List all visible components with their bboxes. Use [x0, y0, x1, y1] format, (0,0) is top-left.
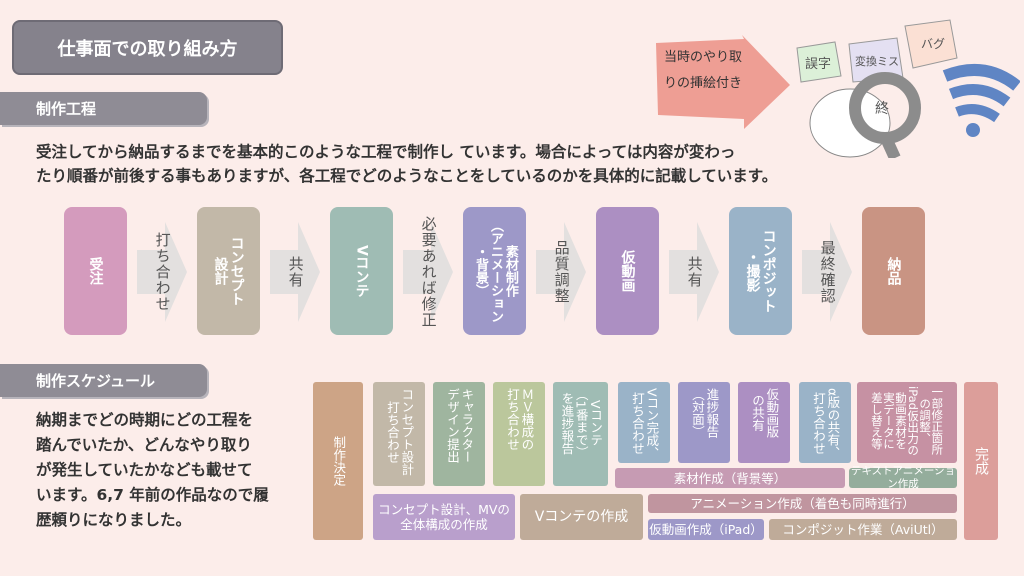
milestone: 仮動画版 の共有	[738, 382, 790, 463]
schedule-start: 制作決定	[313, 382, 363, 540]
cell-label: 一部修正箇所 の調整、 iPad仮出力の 動画素材を 実データに 差し替え等	[869, 386, 945, 456]
desc-line: 踏んでいたか、どんなやり取り	[36, 436, 252, 454]
desc-line: が発生していたかなども載せて	[36, 461, 253, 479]
step-label: コンセプト 設計	[212, 236, 245, 306]
cell-label: 仮動画版 の共有	[750, 388, 780, 438]
task-bar: 仮動画作成（iPad）	[648, 519, 764, 540]
task-bar: テキストアニメーション作成	[849, 465, 957, 490]
task-bar: 素材作成（背景等）	[615, 468, 845, 488]
milestone: キャラクター デザイン提出	[433, 382, 485, 486]
step-label: コンポジット ・撮影	[744, 229, 777, 313]
task-bar: アニメーション作成（着色も同時進行）	[648, 494, 957, 513]
step-vconte: Vコンテ	[330, 207, 393, 335]
milestone: Vコン完成、 打ち合わせ	[618, 382, 670, 463]
svg-text:バグ: バグ	[921, 37, 945, 51]
cell-label: 進捗報告 （対面）	[690, 388, 720, 438]
step-temp-video: 仮動画	[596, 207, 659, 335]
desc-line: 歴頼りになりました。	[36, 511, 192, 529]
step-order: 受注	[64, 207, 127, 335]
illustration-image: 誤字 変換ミス バグ 終	[796, 19, 1020, 158]
step-label: 受注	[87, 257, 104, 285]
page-title: 仕事面での取り組み方	[12, 20, 283, 75]
task-bar: コンポジット作業（AviUtl）	[769, 519, 957, 540]
cell-label: コンセプト設計 打ち合わせ	[385, 388, 415, 476]
milestone: α版の共有、 打ち合わせ	[799, 382, 851, 463]
cell-label: Vコンテ （1番まで） を進捗報告	[559, 388, 604, 459]
arrow-label: 共有	[685, 256, 704, 288]
svg-text:変換ミス: 変換ミス	[855, 54, 899, 68]
cell-label: Vコン完成、 打ち合わせ	[630, 388, 660, 460]
arrow-label: 共有	[286, 256, 305, 288]
schedule-end: 完成	[964, 382, 998, 540]
section-process-label: 制作工程	[0, 92, 207, 125]
cell-label: 制作決定	[331, 436, 347, 486]
arrow-label: 品質調整	[552, 240, 571, 304]
milestone: 進捗報告 （対面）	[678, 382, 730, 463]
schedule-description: 納期までどの時期にどの工程を 踏んでいたか、どんなやり取り が発生していたかなど…	[36, 408, 269, 533]
milestone: ＭＶ構成の 打ち合わせ	[493, 382, 545, 486]
step-delivery: 納品	[862, 207, 925, 335]
task-bar: コンセプト設計、MVの 全体構成の作成	[373, 494, 515, 540]
desc-line: 納期までどの時期にどの工程を	[36, 411, 254, 429]
arrow-right-icon: 品質調整	[536, 222, 586, 322]
callout-text: 当時のやり取 りの挿絵付き	[664, 50, 743, 91]
step-label: 仮動画	[619, 250, 636, 292]
desc-line: たり順番が前後する事もありますが、各工程でどのようなことをしているのかを具体的に…	[36, 167, 778, 185]
milestone: コンセプト設計 打ち合わせ	[373, 382, 425, 486]
step-label: 素材制作 （アニメーション ・背景）	[473, 219, 518, 323]
arrow-label: 必要あれば修正	[419, 216, 438, 328]
process-description: 受注してから納品するまでを基本的このような工程で制作し ています。場合によっては…	[36, 140, 777, 188]
arrow-right-icon: 必要あれば修正	[403, 208, 453, 336]
step-label: 納品	[885, 257, 902, 285]
cell-label: キャラクター デザイン提出	[445, 388, 475, 463]
arrow-right-icon: 共有	[270, 222, 320, 322]
arrow-right-icon: 最終確認	[802, 222, 852, 322]
cell-label: 完成	[973, 447, 990, 475]
arrow-label: 最終確認	[818, 240, 837, 304]
section-schedule-label: 制作スケジュール	[0, 364, 207, 397]
svg-text:誤字: 誤字	[805, 56, 831, 72]
callout-arrow: 当時のやり取 りの挿絵付き	[652, 35, 792, 130]
arrow-label: 打ち合わせ	[153, 232, 172, 312]
step-composite: コンポジット ・撮影	[729, 207, 792, 335]
desc-line: 受注してから納品するまでを基本的このような工程で制作し ています。場合によっては…	[36, 143, 736, 161]
cell-label: α版の共有、 打ち合わせ	[811, 388, 841, 459]
step-concept: コンセプト 設計	[197, 207, 260, 335]
milestone: Vコンテ （1番まで） を進捗報告	[553, 382, 608, 486]
task-bar: Vコンテの作成	[520, 494, 643, 540]
arrow-right-icon: 共有	[669, 222, 719, 322]
arrow-right-icon: 打ち合わせ	[137, 222, 187, 322]
milestone: 一部修正箇所 の調整、 iPad仮出力の 動画素材を 実データに 差し替え等	[857, 382, 957, 463]
cell-label: ＭＶ構成の 打ち合わせ	[505, 388, 535, 451]
step-materials: 素材制作 （アニメーション ・背景）	[463, 207, 526, 335]
desc-line: います。6,7 年前の作品なので履	[36, 486, 269, 504]
step-label: Vコンテ	[353, 244, 370, 298]
svg-text:終: 終	[875, 101, 889, 117]
